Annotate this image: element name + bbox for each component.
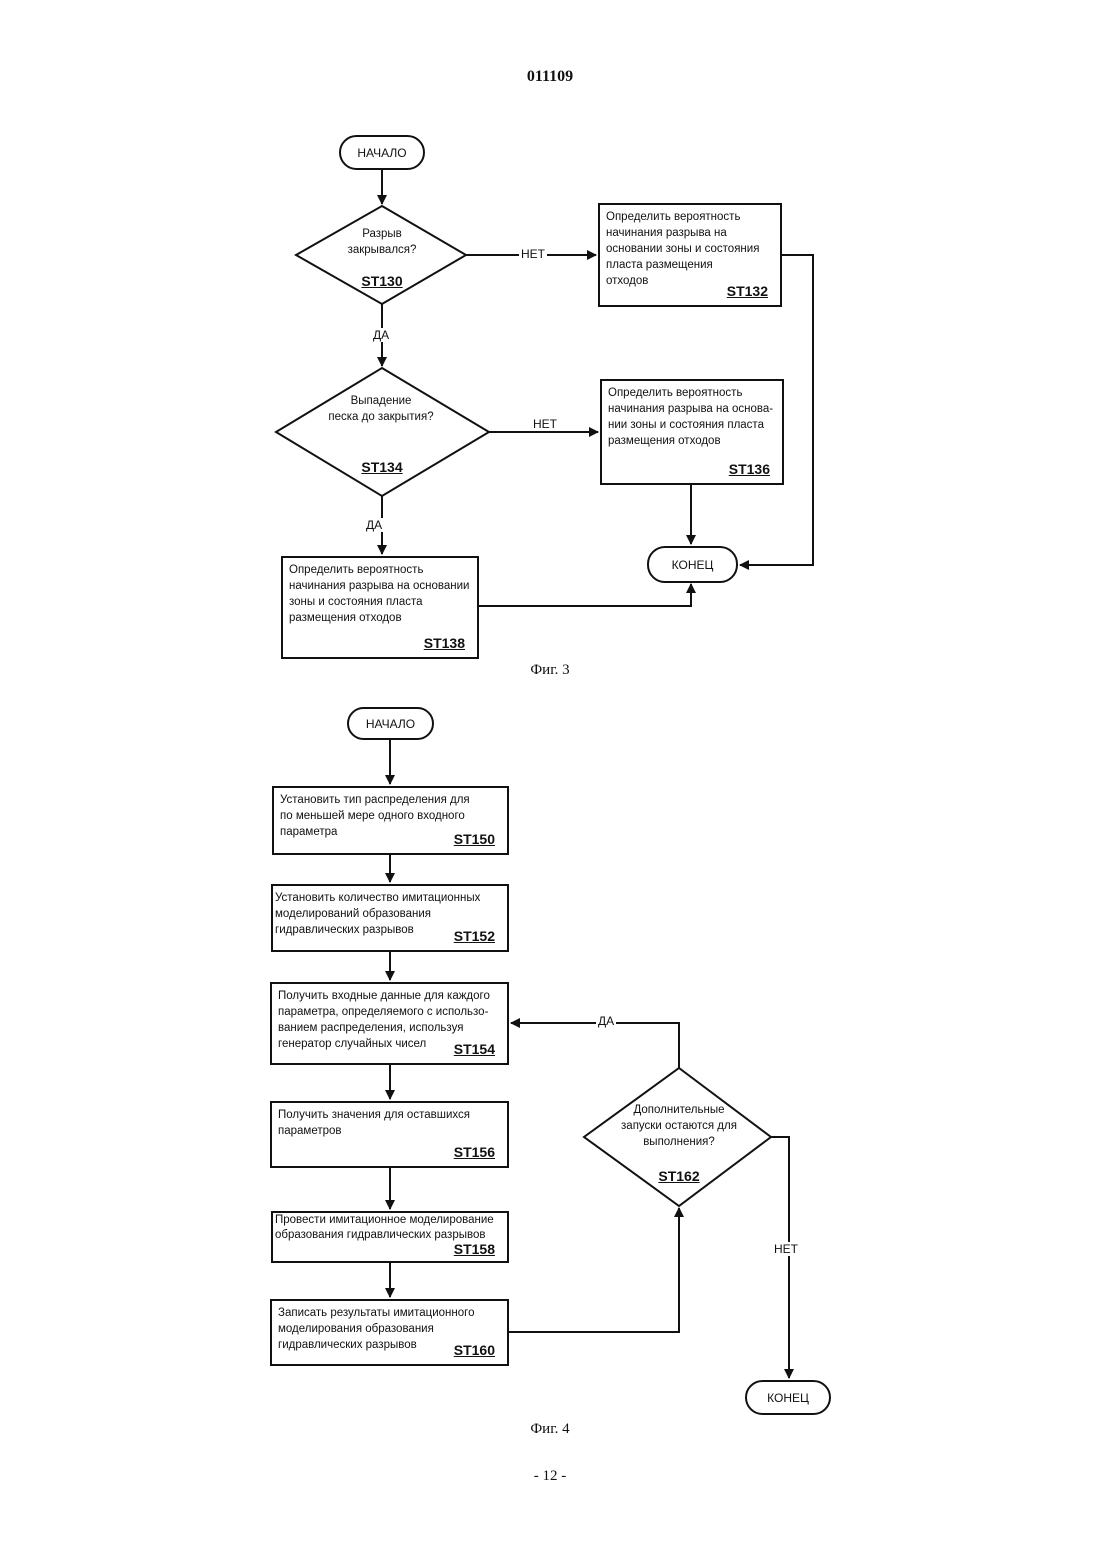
fig4-start-label: НАЧАЛО: [366, 717, 415, 731]
process-st138: Определить вероятность начинания разрыва…: [281, 556, 479, 659]
decision-st134-code: ST134: [340, 459, 424, 475]
fig3-yes-label-st130: ДА: [371, 328, 391, 342]
page-number: - 12 -: [0, 1468, 1100, 1485]
process-st152-code: ST152: [454, 928, 495, 944]
decision-st130-text: Разрыв закрывался?: [326, 226, 438, 258]
fig3-no-label-st134: НЕТ: [531, 417, 559, 431]
process-st138-text: Определить вероятность начинания разрыва…: [289, 562, 471, 626]
process-st132-code: ST132: [727, 283, 768, 299]
process-st136: Определить вероятность начинания разрыва…: [600, 379, 784, 485]
process-st158-code: ST158: [454, 1241, 495, 1257]
fig3-start-label: НАЧАЛО: [357, 146, 406, 160]
fig3-end-label: КОНЕЦ: [672, 558, 714, 572]
fig4-start-terminal: НАЧАЛО: [347, 707, 434, 740]
process-st156: Получить значения для оставшихся парамет…: [270, 1101, 509, 1168]
fig4-yes-label-st162: ДА: [596, 1014, 616, 1028]
fig4-caption: Фиг. 4: [0, 1421, 1100, 1438]
decision-st130-code: ST130: [340, 273, 424, 289]
decision-st162-code: ST162: [637, 1168, 721, 1184]
process-st158-text: Провести имитационное моделирование обра…: [275, 1213, 501, 1243]
process-st138-code: ST138: [424, 635, 465, 651]
document-number: 011109: [0, 68, 1100, 86]
fig3-yes-label-st134: ДА: [364, 518, 384, 532]
process-st154-code: ST154: [454, 1041, 495, 1057]
decision-st134-text: Выпадение песка до закрытия?: [306, 393, 456, 425]
fig3-caption: Фиг. 3: [0, 662, 1100, 679]
fig4-end-terminal: КОНЕЦ: [745, 1380, 831, 1415]
process-st156-code: ST156: [454, 1144, 495, 1160]
decision-st134-shape: [276, 368, 489, 496]
process-st150-code: ST150: [454, 831, 495, 847]
process-st156-text: Получить значения для оставшихся парамет…: [278, 1107, 501, 1139]
process-st160-code: ST160: [454, 1342, 495, 1358]
process-st152: Установить количество имитационных модел…: [271, 884, 509, 952]
fig3-end-terminal: КОНЕЦ: [647, 546, 738, 583]
process-st154: Получить входные данные для каждого пара…: [270, 982, 509, 1065]
process-st136-code: ST136: [729, 461, 770, 477]
process-st136-text: Определить вероятность начинания разрыва…: [608, 385, 776, 449]
fig4-no-label-st162: НЕТ: [772, 1242, 800, 1256]
process-st160: Записать результаты имитационного модели…: [270, 1299, 509, 1366]
decision-st162-text: Дополнительные запуски остаются для выпо…: [610, 1102, 748, 1150]
fig3-no-label-st130: НЕТ: [519, 247, 547, 261]
process-st150: Установить тип распределения для по мень…: [272, 786, 509, 855]
fig3-start-terminal: НАЧАЛО: [339, 135, 425, 170]
process-st132: Определить вероятность начинания разрыва…: [598, 203, 782, 307]
process-st132-text: Определить вероятность начинания разрыва…: [606, 209, 774, 289]
fig4-end-label: КОНЕЦ: [767, 1391, 809, 1405]
process-st158: Провести имитационное моделирование обра…: [271, 1211, 509, 1263]
